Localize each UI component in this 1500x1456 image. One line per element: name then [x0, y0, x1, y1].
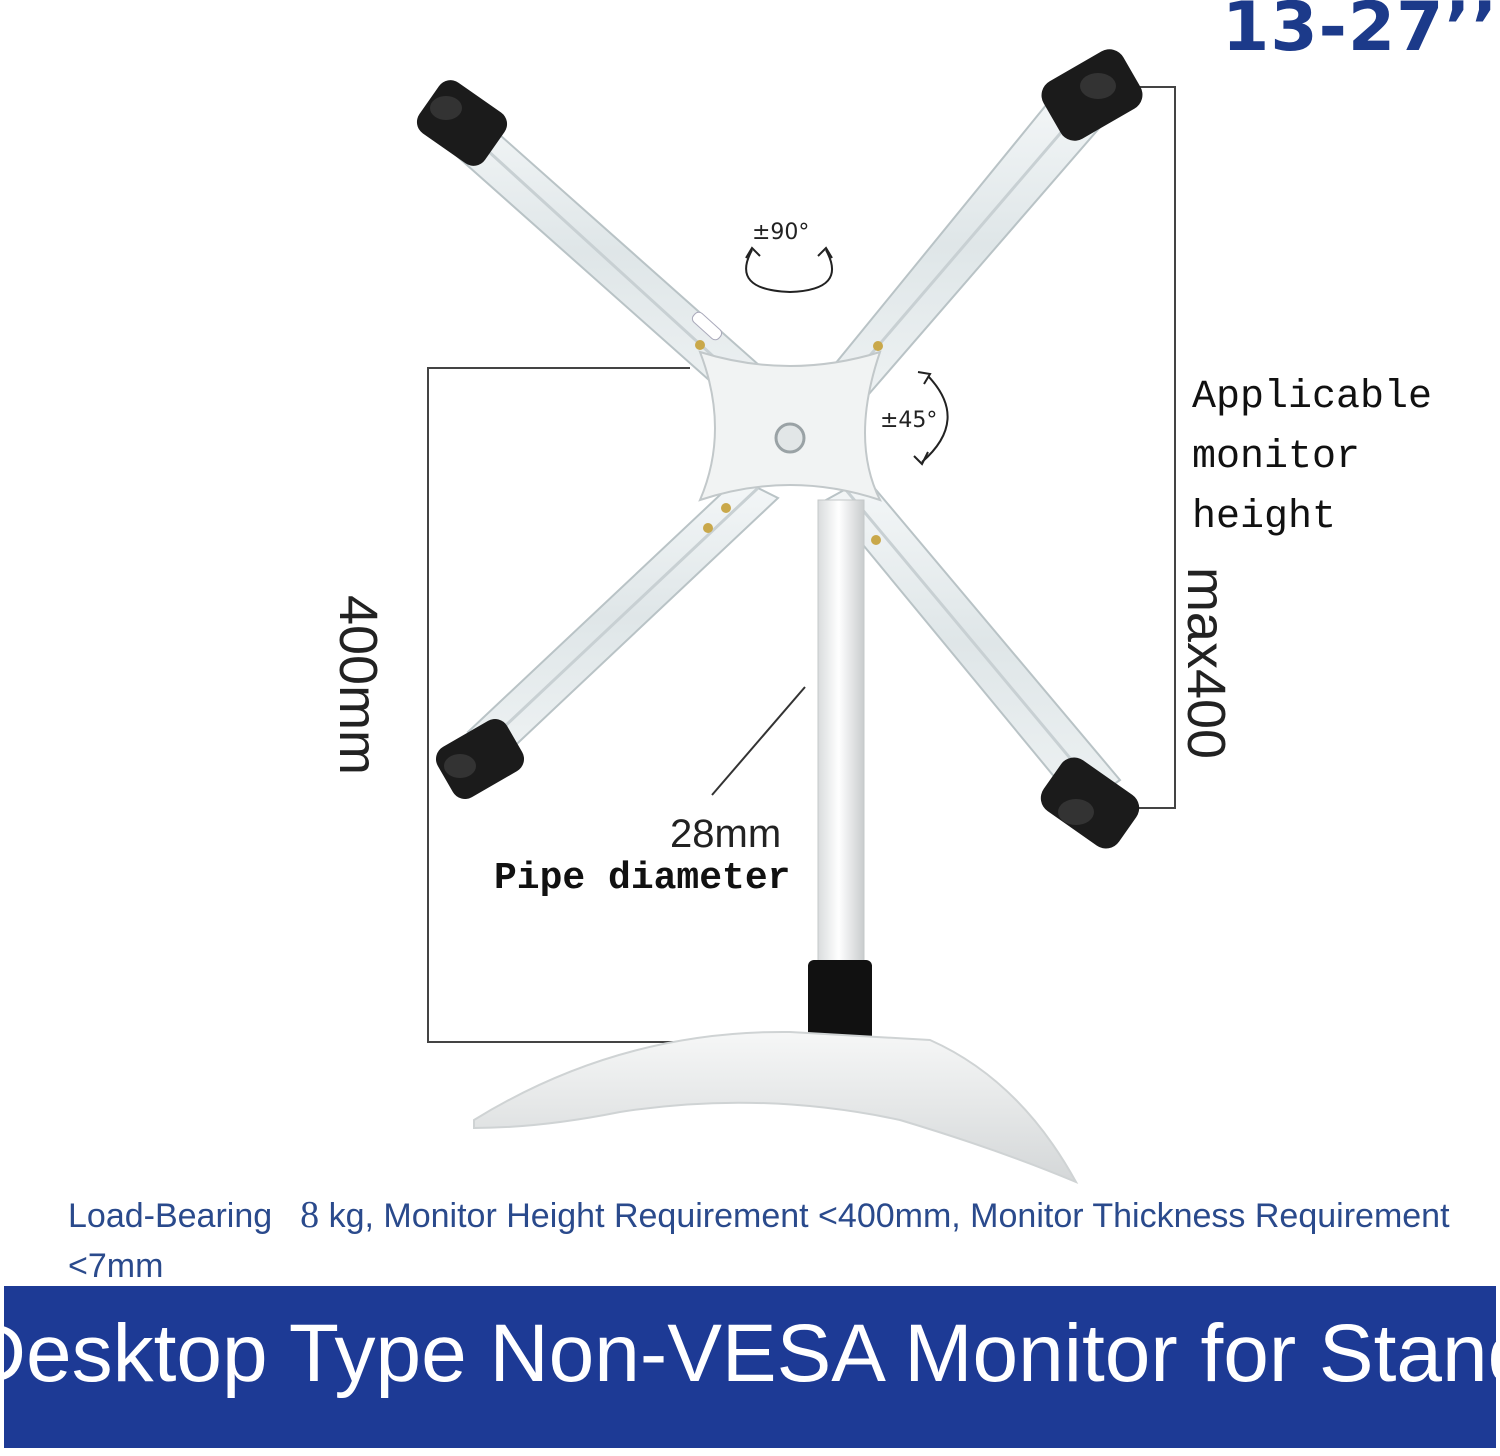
load-bearing-label: Load-Bearing: [68, 1197, 273, 1235]
mount-arm-top-left: [448, 98, 780, 406]
corner-clamp-bottom-right: [1040, 757, 1140, 849]
spec-text: Load-Bearing 8 kg, Monitor Height Require…: [68, 1190, 1468, 1291]
max-height-label: max400: [1176, 566, 1237, 760]
height-dimension-bracket: [1125, 86, 1176, 809]
rotation-90-arrow: [745, 246, 833, 294]
monitor-stand-illustration: [416, 49, 1176, 1185]
pipe-size-label: 28mm: [670, 812, 782, 856]
mount-width-label: 400mm: [328, 594, 389, 776]
corner-clamp-top-left: [416, 80, 508, 166]
mount-arm-bottom-left: [466, 476, 780, 758]
rotation-90-label: ±90°: [752, 220, 810, 245]
pipe-leader-line: [711, 686, 806, 796]
title-banner: Desktop Type Non-VESA Monitor for Stand: [0, 1286, 1500, 1448]
stand-base: [473, 1030, 1079, 1185]
banner-title: Desktop Type Non-VESA Monitor for Stand: [0, 1308, 1500, 1399]
width-dimension-bracket: [427, 367, 810, 1043]
corner-clamp-top-right: [1041, 49, 1143, 141]
corner-clamp-bottom-left: [435, 719, 525, 799]
pole-collar: [808, 960, 872, 1052]
rotation-45-arrow: [913, 371, 949, 466]
applicable-height-label: Applicable monitor height: [1192, 375, 1433, 540]
pipe-diameter-label: Pipe diameter: [494, 857, 791, 900]
size-range-heading: 13-27’’: [1222, 0, 1499, 67]
spec-requirements: kg, Monitor Height Requirement <400mm, M…: [68, 1197, 1450, 1285]
center-hole: [774, 422, 806, 454]
support-pole: [817, 499, 865, 971]
rotation-45-label: ±45°: [880, 408, 938, 433]
load-bearing-value: 8: [300, 1194, 320, 1236]
